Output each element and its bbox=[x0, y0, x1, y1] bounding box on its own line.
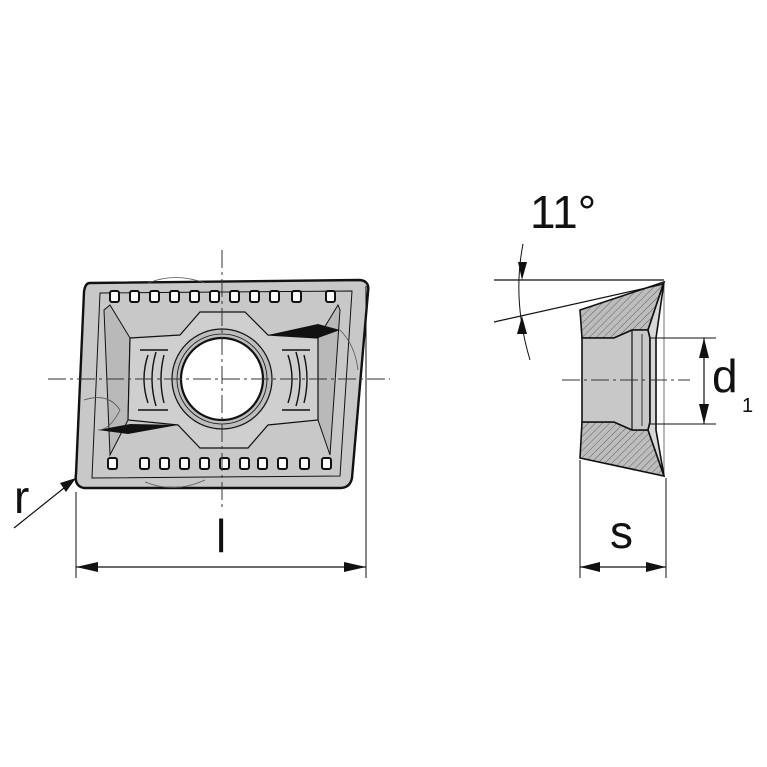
serration-row-bottom bbox=[107, 457, 332, 470]
wedge-top-right bbox=[268, 324, 340, 338]
angle-label: 11° bbox=[530, 186, 596, 238]
thickness-label: s bbox=[610, 506, 633, 558]
tool-path-arc bbox=[147, 277, 206, 284]
d1-arrow-bottom bbox=[699, 404, 709, 424]
angle-arc bbox=[518, 243, 531, 361]
diameter-subscript: 1 bbox=[742, 395, 753, 417]
radius-leader bbox=[13, 478, 76, 529]
angle-arrow-bottom bbox=[517, 316, 527, 334]
angle-reference-inclined bbox=[493, 283, 665, 323]
d1-arrow-top bbox=[699, 338, 709, 358]
length-label: l bbox=[216, 510, 226, 562]
serration-row-top bbox=[109, 290, 336, 303]
tool-path-arc bbox=[83, 397, 121, 431]
cutting-edge-contour bbox=[91, 290, 353, 479]
s-arrow-left bbox=[580, 562, 600, 572]
radius-label: r bbox=[14, 471, 29, 523]
s-arrow-right bbox=[646, 562, 666, 572]
chip-breaker-facet bbox=[103, 304, 131, 457]
diameter-label: d bbox=[712, 350, 738, 402]
front-centerlines bbox=[48, 250, 390, 510]
angle-arrow-top bbox=[518, 262, 527, 280]
dimension-length bbox=[76, 562, 366, 572]
front-view bbox=[13, 250, 390, 578]
wedge-bottom-left bbox=[98, 424, 178, 434]
side-view bbox=[493, 243, 716, 578]
tool-path-arc bbox=[144, 479, 206, 488]
clearance-face bbox=[647, 281, 665, 477]
tool-path-arc bbox=[339, 329, 359, 371]
